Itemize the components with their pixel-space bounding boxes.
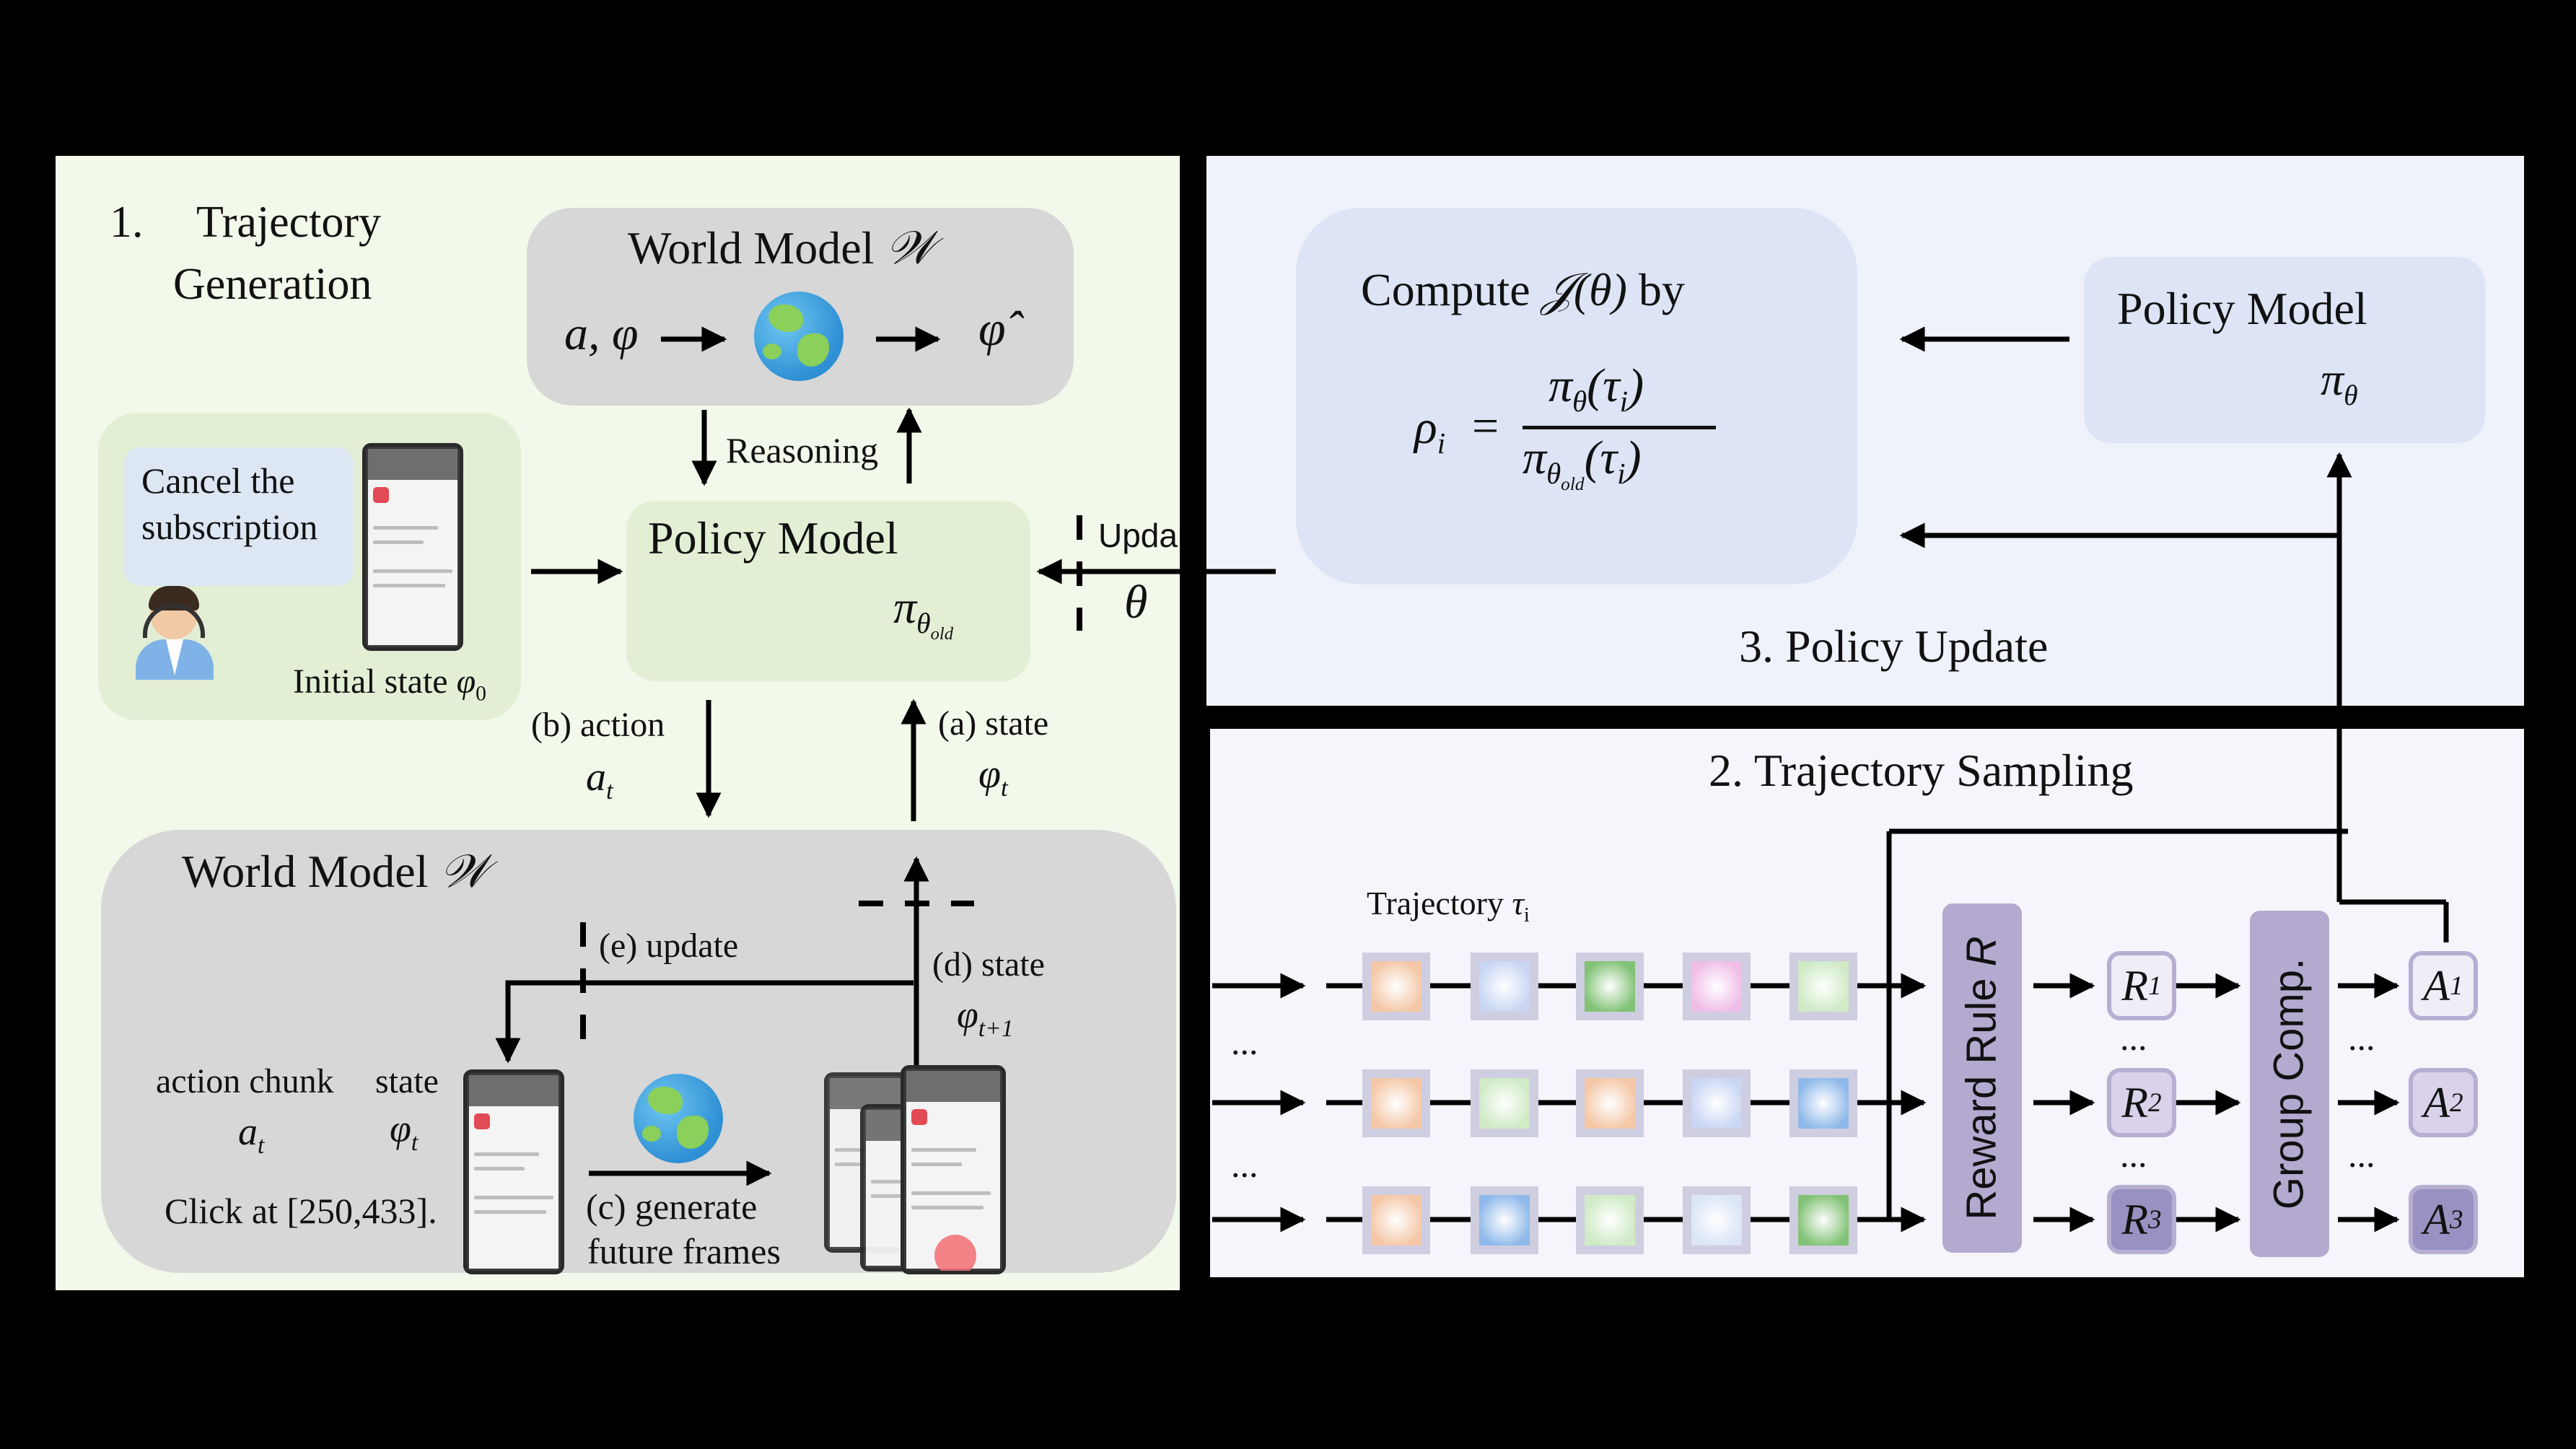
trajectory-step-square bbox=[1683, 1069, 1751, 1137]
theta-label: θ bbox=[1124, 576, 1148, 629]
panel2-title: 2. Trajectory Sampling bbox=[1709, 745, 2134, 796]
panel1-title-line1: Trajectory bbox=[196, 198, 381, 247]
task-text-box bbox=[124, 447, 354, 586]
a-state-label: (a) state bbox=[938, 704, 1049, 743]
phi-t-label: φt bbox=[978, 752, 1008, 802]
trajectory-step-square bbox=[1362, 953, 1430, 1020]
b-action-label: (b) action bbox=[531, 706, 665, 744]
policy-model-box bbox=[2084, 257, 2485, 443]
click-text: Click at [250,433]. bbox=[165, 1191, 437, 1231]
group-comp-bar bbox=[2250, 911, 2329, 1257]
action-chunk-a-t: at bbox=[238, 1110, 265, 1159]
update-label: Upda bbox=[1098, 517, 1178, 554]
equals-sign: = bbox=[1472, 400, 1499, 452]
trajectory-step-square bbox=[1576, 1069, 1644, 1137]
ellipsis: ... bbox=[2120, 1134, 2147, 1175]
globe-icon bbox=[634, 1074, 723, 1163]
task-text-line1: Cancel the bbox=[141, 460, 295, 501]
policy-model-symbol: πθ bbox=[2321, 354, 2358, 411]
task-text-line2: subscription bbox=[141, 507, 318, 547]
policy-model-old-box bbox=[626, 501, 1030, 681]
reasoning-label: Reasoning bbox=[726, 430, 879, 470]
state-phi-t: φt bbox=[390, 1107, 419, 1156]
policy-model-old-title: Policy Model bbox=[648, 512, 898, 564]
trajectory-step-square bbox=[1362, 1069, 1430, 1137]
trajectory-step-square bbox=[1576, 1186, 1644, 1254]
ellipsis: ... bbox=[1231, 1022, 1258, 1062]
a-t-label: at bbox=[586, 755, 613, 805]
ellipsis: ... bbox=[2348, 1017, 2375, 1058]
c-generate-line2: future frames bbox=[587, 1231, 781, 1271]
policy-model-title: Policy Model bbox=[2117, 283, 2367, 334]
headset-user-icon bbox=[131, 586, 218, 680]
trajectory-step-square bbox=[1576, 953, 1644, 1020]
world-model-top-output: φ̂ bbox=[978, 301, 1006, 356]
compute-label: Compute 𝒥(θ) by bbox=[1361, 264, 1685, 315]
trajectory-step-square bbox=[1789, 1186, 1857, 1254]
initial-state-label: Initial state φ0 bbox=[293, 662, 487, 706]
phone-screenshot bbox=[901, 1065, 1006, 1274]
group-comp-label: Group Comp. bbox=[2265, 958, 2313, 1210]
trajectory-step-square bbox=[1471, 1069, 1538, 1137]
d-state-label: (d) state bbox=[932, 945, 1045, 984]
compute-objective-box bbox=[1296, 208, 1857, 585]
trajectory-label: Trajectory τi bbox=[1367, 885, 1530, 927]
policy-model-old-symbol: πθold bbox=[893, 582, 953, 644]
ellipsis: ... bbox=[2120, 1017, 2147, 1058]
trajectory-step-square bbox=[1683, 1186, 1751, 1254]
trajectory-step-square bbox=[1471, 1186, 1538, 1254]
trajectory-step-square bbox=[1789, 1069, 1857, 1137]
trajectory-step-square bbox=[1789, 953, 1857, 1020]
panel1-title-line2: Generation bbox=[173, 260, 372, 309]
world-model-top-input: a, φ bbox=[564, 307, 639, 360]
c-generate-line1: (c) generate bbox=[586, 1186, 758, 1227]
reward-rule-label: Reward Rule R bbox=[1958, 936, 2005, 1220]
globe-icon bbox=[754, 292, 844, 381]
action-chunk-label: action chunk bbox=[156, 1062, 334, 1100]
panel3-title: 3. Policy Update bbox=[1739, 621, 2049, 672]
ratio-numerator: πθ(τi) bbox=[1548, 359, 1644, 419]
phi-t1-label: φt+1 bbox=[957, 993, 1014, 1042]
world-model-bottom-title: World Model 𝒲 bbox=[182, 846, 489, 897]
e-update-label: (e) update bbox=[599, 927, 739, 965]
world-model-top-title: World Model 𝒲 bbox=[628, 222, 934, 273]
state-label: state bbox=[375, 1062, 439, 1100]
trajectory-step-square bbox=[1471, 953, 1538, 1020]
reward-rule-bar bbox=[1942, 903, 2022, 1253]
trajectory-step-square bbox=[1683, 953, 1751, 1020]
ratio-denominator: πθold(τi) bbox=[1523, 432, 1642, 495]
trajectory-step-square bbox=[1362, 1186, 1430, 1254]
ellipsis: ... bbox=[1231, 1144, 1258, 1185]
phone-screenshot bbox=[463, 1069, 564, 1274]
panel1-title-number: 1. bbox=[110, 198, 144, 247]
fraction-bar bbox=[1523, 426, 1716, 429]
ellipsis: ... bbox=[2348, 1134, 2375, 1175]
rho-label: ρi bbox=[1414, 401, 1446, 460]
phone-screenshot bbox=[362, 443, 463, 651]
